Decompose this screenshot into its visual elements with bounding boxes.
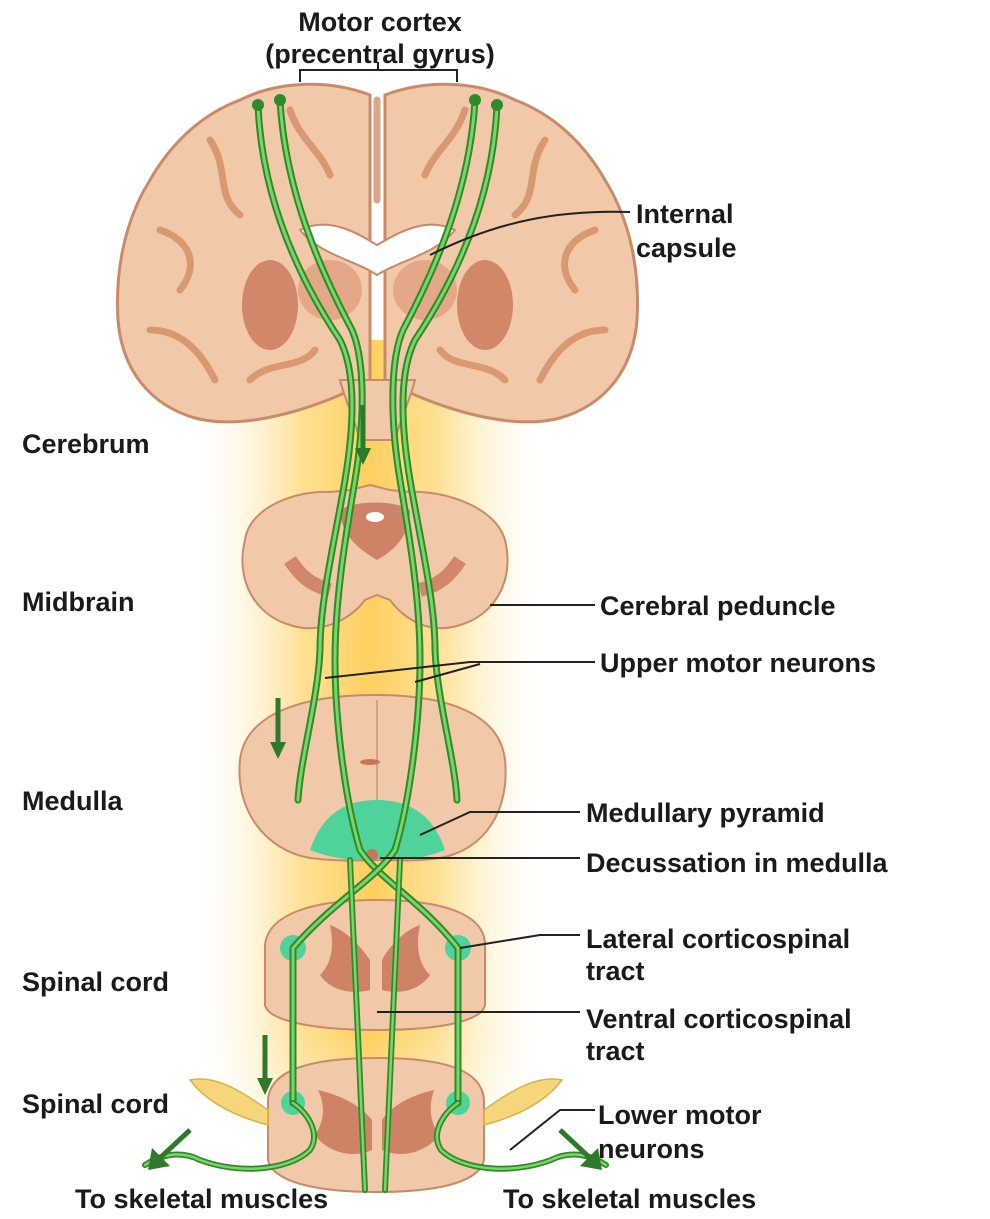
label-lower-motor-neurons-line1: Lower motor bbox=[598, 1099, 762, 1131]
label-lower-motor-neurons-line2: neurons bbox=[598, 1133, 705, 1165]
label-ventral-tract-line2: tract bbox=[586, 1035, 645, 1067]
label-midbrain: Midbrain bbox=[22, 586, 135, 618]
motor-cortex-bracket bbox=[300, 70, 457, 82]
label-cerebrum: Cerebrum bbox=[22, 428, 150, 460]
label-ventral-tract-line1: Ventral corticospinal bbox=[586, 1003, 852, 1035]
cerebrum-section bbox=[117, 84, 637, 440]
label-internal-capsule-line1: Internal bbox=[636, 198, 734, 230]
label-lateral-tract-line1: Lateral corticospinal bbox=[586, 923, 850, 955]
label-to-skeletal-muscles-right: To skeletal muscles bbox=[503, 1183, 756, 1215]
label-decussation: Decussation in medulla bbox=[586, 847, 888, 879]
label-internal-capsule-line2: capsule bbox=[636, 232, 737, 264]
label-lateral-tract-line2: tract bbox=[586, 955, 645, 987]
label-to-skeletal-muscles-left: To skeletal muscles bbox=[75, 1183, 328, 1215]
spinal-cord-upper-section bbox=[265, 900, 485, 1030]
label-cerebral-peduncle: Cerebral peduncle bbox=[600, 590, 836, 622]
title-line1: Motor cortex bbox=[270, 6, 490, 38]
label-spinal-cord-lower: Spinal cord bbox=[22, 1088, 169, 1120]
label-medullary-pyramid: Medullary pyramid bbox=[586, 797, 825, 829]
label-upper-motor-neurons: Upper motor neurons bbox=[600, 647, 876, 679]
label-spinal-cord-upper: Spinal cord bbox=[22, 966, 169, 998]
label-medulla: Medulla bbox=[22, 785, 123, 817]
title-line2: (precentral gyrus) bbox=[225, 38, 535, 70]
